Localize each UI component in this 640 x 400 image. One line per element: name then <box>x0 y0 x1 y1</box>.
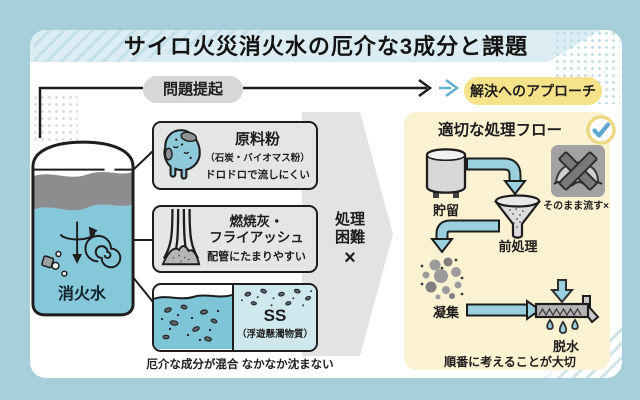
components-caption: 厄介な成分が混合 なかなか沈まない <box>146 359 334 371</box>
forbidden-label: そのまま流す× <box>543 201 609 212</box>
arrow-tank-to-funnel <box>466 157 528 196</box>
check-badge-icon <box>586 115 616 145</box>
component-box-fly-ash: 燃焼灰・ フライアッシュ 配管にたまりやすい <box>152 205 318 273</box>
component-text: 原料粉 （石炭・バイオマス粉） ドロドロで流しにくい <box>205 131 310 182</box>
sludge-blob-icon <box>163 129 201 180</box>
component-box-raw-powder: 原料粉 （石炭・バイオマス粉） ドロドロで流しにくい <box>152 121 318 190</box>
silo-label: 消火水 <box>57 286 106 303</box>
card: サイロ火災消火水の厄介な3成分と課題 処理 困難 × 問題提起 解決へのアプロー… <box>30 30 622 378</box>
pretreatment-funnel-icon <box>493 194 542 239</box>
step-label-storage: 貯留 <box>432 203 459 218</box>
coagulation-particles-icon <box>420 257 464 300</box>
ss-half: SS （浮遊懸濁物質） <box>232 285 316 350</box>
problem-pill: 問題提起 <box>143 76 243 103</box>
cross-mark: × <box>344 247 356 269</box>
difficulty-label: 処理 困難 × <box>328 211 372 269</box>
ash-pipe-icon <box>161 208 201 266</box>
step-label-dewatering: 脱水 <box>552 339 579 354</box>
component-text: 燃焼灰・ フライアッシュ 配管にたまりやすい <box>207 214 306 264</box>
page-title: サイロ火災消火水の厄介な3成分と課題 <box>123 34 529 59</box>
no-direct-discharge-icon <box>551 145 605 197</box>
extinguishing-water-tank-icon <box>31 140 135 317</box>
storage-tank-icon <box>425 148 467 198</box>
ss-particles-icon <box>240 288 313 307</box>
dewatering-press-icon <box>534 279 600 334</box>
arrow-coagulation-to-dewatering <box>466 299 542 321</box>
solution-title: 適切な処理フロー <box>437 122 562 139</box>
solution-pill: 解決へのアプローチ <box>464 77 602 105</box>
suspended-solids-water-icon <box>154 294 232 349</box>
component-box-ss: SS （浮遊懸濁物質） <box>152 283 318 352</box>
ss-text: SS （浮遊懸濁物質） <box>236 306 313 340</box>
connector-lines <box>38 78 460 303</box>
step-label-pretreatment: 前処理 <box>498 239 538 254</box>
step-label-coagulation: 凝集 <box>432 305 459 320</box>
solution-caption: 順番に考えることが大切 <box>444 355 576 369</box>
gray-difficulty-arrow <box>302 112 393 356</box>
arrow-funnel-to-coagulation <box>429 219 500 254</box>
swirl-icon <box>84 234 122 269</box>
